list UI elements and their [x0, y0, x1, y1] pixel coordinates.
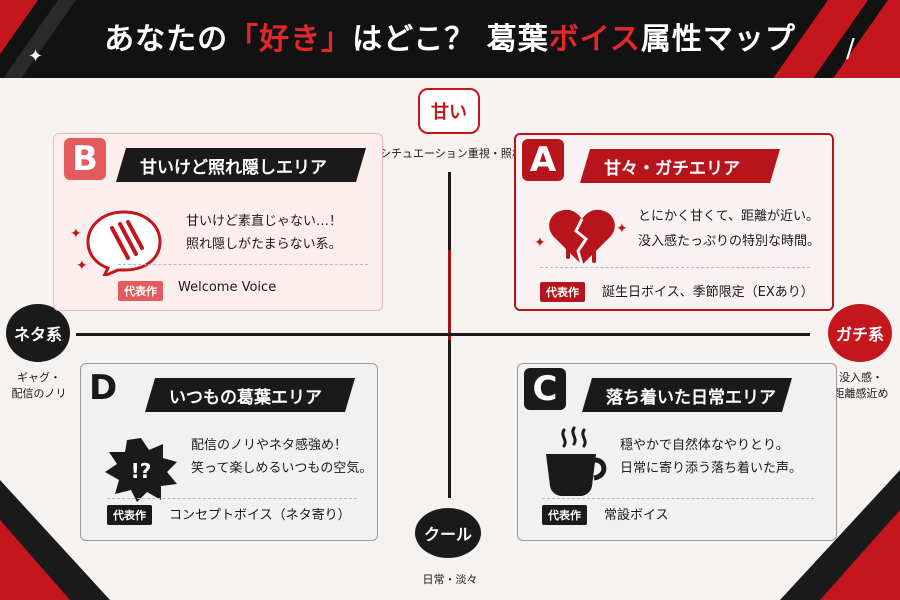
coffee-cup-icon — [546, 426, 607, 496]
horizontal-axis — [76, 333, 810, 336]
quadrant-desc-line1: 甘いけど素直じゃない…！ — [186, 214, 343, 229]
quadrant-title: いつもの葛葉エリア — [145, 378, 355, 412]
quadrant-letter: A — [522, 139, 564, 181]
quadrant-desc-line2: 照れ隠しがたまらない系。 — [186, 237, 342, 252]
quadrant-desc-line2: 笑って楽しめるいつもの空気。 — [191, 461, 373, 476]
sparkle-icon: ✦ — [76, 258, 88, 274]
quadrant-title: 甘いけど照れ隠しエリア — [116, 148, 366, 182]
axis-bottom-label: クール — [415, 508, 481, 558]
rep-value: 常設ボイス — [604, 508, 669, 523]
quadrant-desc-line1: 穏やかで自然体なやりとり。 — [620, 438, 789, 453]
speech-bubble-claw-icon — [86, 210, 162, 276]
broken-heart-icon — [549, 209, 615, 266]
sparkle-icon: ✦ — [616, 221, 628, 237]
sparkle-icon: ✦ — [28, 46, 44, 67]
sparkle-icon: ✦ — [534, 235, 546, 251]
axis-bottom-sub: 日常・淡々 — [422, 573, 478, 586]
quadrant-card-b: B 甘いけど照れ隠しエリア ✦ ✦ 甘いけど素直じゃない…！ 照れ隠しがたまらな… — [53, 133, 383, 311]
quadrant-title: 甘々・ガチエリア — [580, 149, 780, 183]
quadrant-desc-line1: 配信のノリやネタ感強め！ — [191, 438, 348, 453]
quadrant-desc-line2: 没入感たっぷりの特別な時間。 — [638, 234, 821, 249]
vertical-axis-accent — [448, 250, 451, 340]
header-banner: ✦ / あなたの「好き」はどこ？ 葛葉ボイス属性マップ — [0, 0, 900, 78]
divider — [540, 267, 810, 268]
divider — [107, 498, 357, 499]
rep-label: 代表作 — [107, 505, 152, 525]
exclamation-question-burst-icon: !? — [105, 438, 177, 502]
sparkle-icon: ✦ — [70, 226, 82, 242]
axis-right-sub: 没入感・ 距離感近め — [833, 371, 889, 400]
axis-left-sub: ギャグ・ 配信のノリ — [11, 371, 67, 400]
quadrant-desc-line2: 日常に寄り添う落ち着いた声。 — [620, 461, 803, 476]
quadrant-letter: C — [524, 368, 566, 410]
quadrant-card-d: D いつもの葛葉エリア !? 配信のノリやネタ感強め！ 笑って楽しめるいつもの空… — [80, 363, 378, 541]
quadrant-desc-line1: とにかく甘くて、距離が近い。 — [638, 209, 819, 224]
axis-right-label: ガチ系 — [828, 304, 892, 362]
quadrant-letter: B — [64, 138, 106, 180]
divider — [542, 498, 814, 499]
quadrant-title: 落ち着いた日常エリア — [582, 378, 792, 412]
rep-value: 誕生日ボイス、季節限定（EXあり） — [602, 285, 814, 300]
quadrant-card-c: C 落ち着いた日常エリア 穏やかで自然体なやりとり。 日常に寄り添う落ち着いた声… — [517, 363, 837, 541]
axis-left-label: ネタ系 — [6, 304, 70, 362]
axis-top-label: 甘い — [418, 88, 480, 134]
page-title: あなたの「好き」はどこ？ 葛葉ボイス属性マップ — [104, 22, 796, 57]
quadrant-letter: D — [89, 368, 118, 408]
axis-top-sub: シチュエーション重視・照れ — [380, 147, 523, 160]
rep-value: Welcome Voice — [178, 280, 277, 295]
rep-label: 代表作 — [540, 282, 585, 302]
rep-value: コンセプトボイス（ネタ寄り） — [169, 508, 351, 523]
divider — [118, 264, 368, 265]
rep-label: 代表作 — [118, 281, 163, 301]
svg-text:!?: !? — [131, 459, 152, 483]
rep-label: 代表作 — [542, 505, 587, 525]
quadrant-card-a: A 甘々・ガチエリア ✦ ✦ とにかく甘くて、距離が近い。 没入感たっぷりの特別… — [514, 133, 834, 311]
slash-mark: / — [846, 34, 855, 64]
